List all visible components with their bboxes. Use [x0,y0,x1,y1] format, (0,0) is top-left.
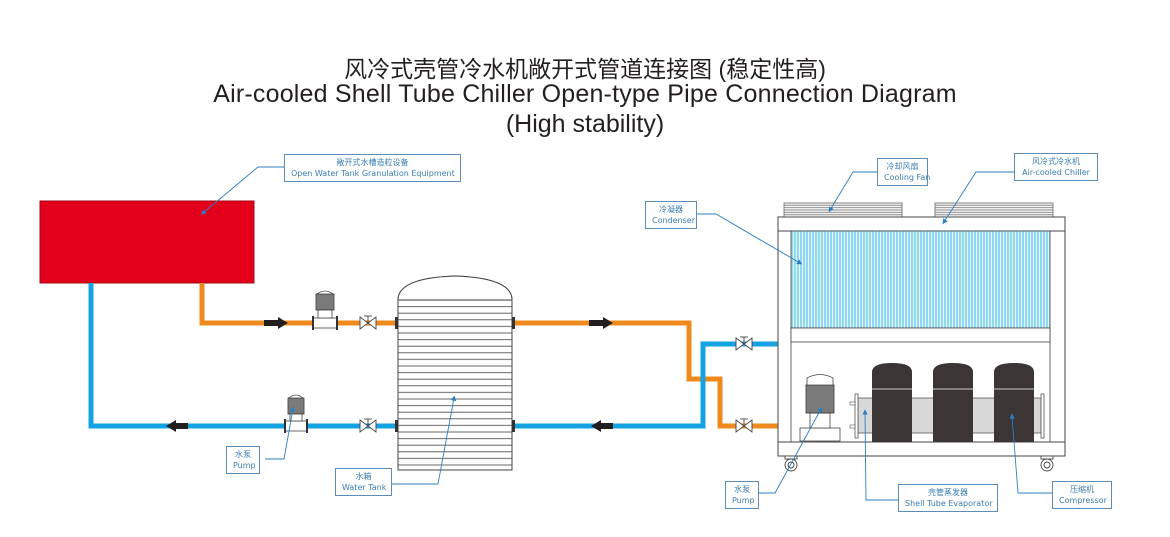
callout-cooling-fan: 冷却风扇 Cooling Fan [877,158,931,186]
water-tank [395,275,515,471]
hot-line-pump [312,290,338,330]
cold-line-pump [284,394,308,433]
cooling-fan-left [783,202,903,218]
flow-arrow-cold-left [166,420,188,432]
compressor-3 [994,363,1034,442]
callout-en: Pump [732,496,755,505]
hot-line-to-chiller [513,320,778,429]
flow-arrow-cold-right [591,420,613,432]
callout-cn: 水箱 [355,472,372,481]
callout-pump-chiller: 水泵 Pump [725,481,759,509]
callout-en: Air-cooled Chiller [1022,168,1090,177]
tank-outlet-valve[interactable] [359,418,377,433]
callout-air-cooled-chiller: 风冷式冷水机 Air-cooled Chiller [1014,153,1098,181]
callout-en: Pump [233,461,256,470]
callout-cn: 冷却风扇 [886,162,919,171]
callout-en: Water Tank [342,483,387,492]
callout-cn: 压缩机 [1070,485,1094,494]
title-chinese: 风冷式壳管冷水机敞开式管道连接图 (稳定性高) [344,56,826,82]
callout-en: Compressor [1059,496,1107,505]
air-cooled-chiller [777,202,1066,472]
caster-left [784,455,798,472]
cold-line-from-chiller [513,341,778,429]
hot-supply-pipe [199,283,398,326]
callout-cn: 敞开式水槽造粒设备 [336,158,409,167]
callout-en: Condenser [652,216,695,225]
chiller-hot-valve[interactable] [735,418,753,433]
compressor-1 [872,363,912,442]
caster-right [1040,455,1054,472]
callout-cn: 水泵 [734,485,750,494]
callout-cn: 风冷式冷水机 [1032,157,1080,166]
title-english: Air-cooled Shell Tube Chiller Open-type … [213,80,957,108]
callout-water-tank: 水箱 Water Tank [335,468,392,496]
callout-en: Open Water Tank Granulation Equipment [291,169,455,178]
callout-condenser: 冷凝器 Condenser [645,201,697,229]
flow-arrow-hot-right [589,317,613,329]
callout-en: Shell Tube Evaporator [905,499,993,508]
tank-inlet-valve[interactable] [359,315,377,330]
granulation-tank [39,200,255,284]
callout-shell-tube-evaporator: 壳管蒸发器 Shell Tube Evaporator [898,484,998,512]
flow-arrow-hot-left [264,317,288,329]
cooling-fan-right [934,202,1054,218]
callout-en: Cooling Fan [884,173,931,182]
callout-granulation-equipment: 敞开式水槽造粒设备 Open Water Tank Granulation Eq… [284,154,461,182]
callout-leaders [200,166,1052,501]
callout-cn: 冷凝器 [659,205,683,214]
title-subtitle: (High stability) [505,110,665,138]
cold-return-pipe [88,283,398,429]
callout-cn: 水泵 [235,450,251,459]
condenser [790,230,1051,329]
chiller-cold-valve[interactable] [735,336,753,351]
compressor-2 [933,363,973,442]
callout-compressor: 压缩机 Compressor [1052,481,1112,509]
callout-cn: 壳管蒸发器 [928,488,968,497]
callout-pump-left: 水泵 Pump [226,446,260,474]
chiller-internal-pump [799,374,841,442]
